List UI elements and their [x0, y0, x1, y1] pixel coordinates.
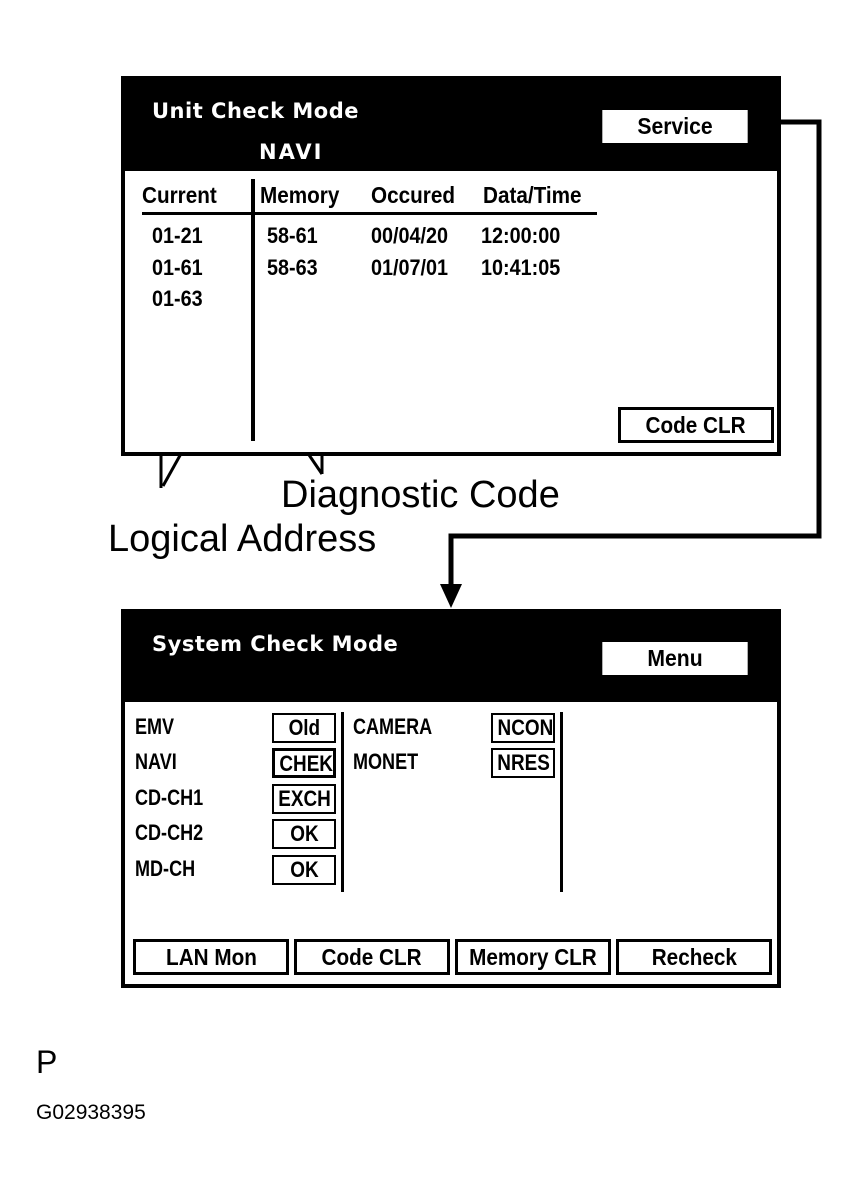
device-label-cd-ch2: CD-CH2	[135, 820, 204, 845]
status-badge-emv[interactable]: Old	[272, 713, 336, 743]
status-badge-navi[interactable]: CHEK	[272, 748, 336, 778]
system-check-header: System Check Mode Menu	[125, 613, 777, 702]
device-label-navi: NAVI	[135, 749, 177, 774]
figure-letter: P	[36, 1044, 58, 1080]
menu-button[interactable]: Menu	[602, 642, 748, 675]
screen-title: System Check Mode	[152, 632, 399, 656]
current-code: 01-63	[152, 286, 203, 311]
data-time: 10:41:05	[481, 255, 561, 280]
screen-subtitle: NAVI	[259, 140, 324, 164]
column-header-memory: Memory	[260, 182, 340, 208]
occured-date: 01/07/01	[371, 255, 449, 280]
device-label-cd-ch1: CD-CH1	[135, 785, 204, 810]
device-label-md-ch: MD-CH	[135, 856, 196, 881]
status-badge-monet[interactable]: NRES	[491, 748, 555, 778]
status-badge-cd-ch1[interactable]: EXCH	[272, 784, 336, 814]
service-button[interactable]: Service	[602, 110, 748, 143]
header-underline	[142, 212, 597, 215]
code-clr-button[interactable]: Code CLR	[618, 407, 774, 443]
column-divider	[251, 179, 255, 441]
unit-check-screen: Unit Check Mode NAVI Service Current Mem…	[121, 76, 781, 456]
current-code: 01-61	[152, 255, 203, 280]
status-badge-cd-ch2[interactable]: OK	[272, 819, 336, 849]
memory-code: 58-63	[267, 255, 318, 280]
recheck-button[interactable]: Recheck	[616, 939, 772, 975]
memory-clr-button[interactable]: Memory CLR	[455, 939, 611, 975]
lan-mon-button[interactable]: LAN Mon	[133, 939, 289, 975]
column-divider	[560, 712, 563, 892]
data-time: 12:00:00	[481, 223, 561, 248]
service-flow-arrow	[448, 119, 822, 588]
column-divider	[341, 712, 344, 892]
occured-date: 00/04/20	[371, 223, 449, 248]
device-label-camera: CAMERA	[353, 714, 433, 739]
column-header-datetime: Data/Time	[483, 182, 582, 208]
logical-address-label: Logical Address	[108, 518, 377, 560]
current-code: 01-21	[152, 223, 203, 248]
status-badge-camera[interactable]: NCON	[491, 713, 555, 743]
code-clr-button[interactable]: Code CLR	[294, 939, 450, 975]
device-label-monet: MONET	[353, 749, 419, 774]
memory-code: 58-61	[267, 223, 318, 248]
status-badge-md-ch[interactable]: OK	[272, 855, 336, 885]
system-check-screen: System Check Mode Menu EMV Old NAVI CHEK…	[121, 609, 781, 988]
column-header-current: Current	[142, 182, 217, 208]
figure-code: G02938395	[36, 1101, 146, 1124]
screen-title: Unit Check Mode	[152, 99, 359, 123]
column-header-occured: Occured	[371, 182, 455, 208]
unit-check-header: Unit Check Mode NAVI Service	[125, 80, 777, 171]
diagnostic-code-label: Diagnostic Code	[281, 474, 560, 516]
arrow-head-icon	[440, 584, 462, 608]
device-label-emv: EMV	[135, 714, 175, 739]
